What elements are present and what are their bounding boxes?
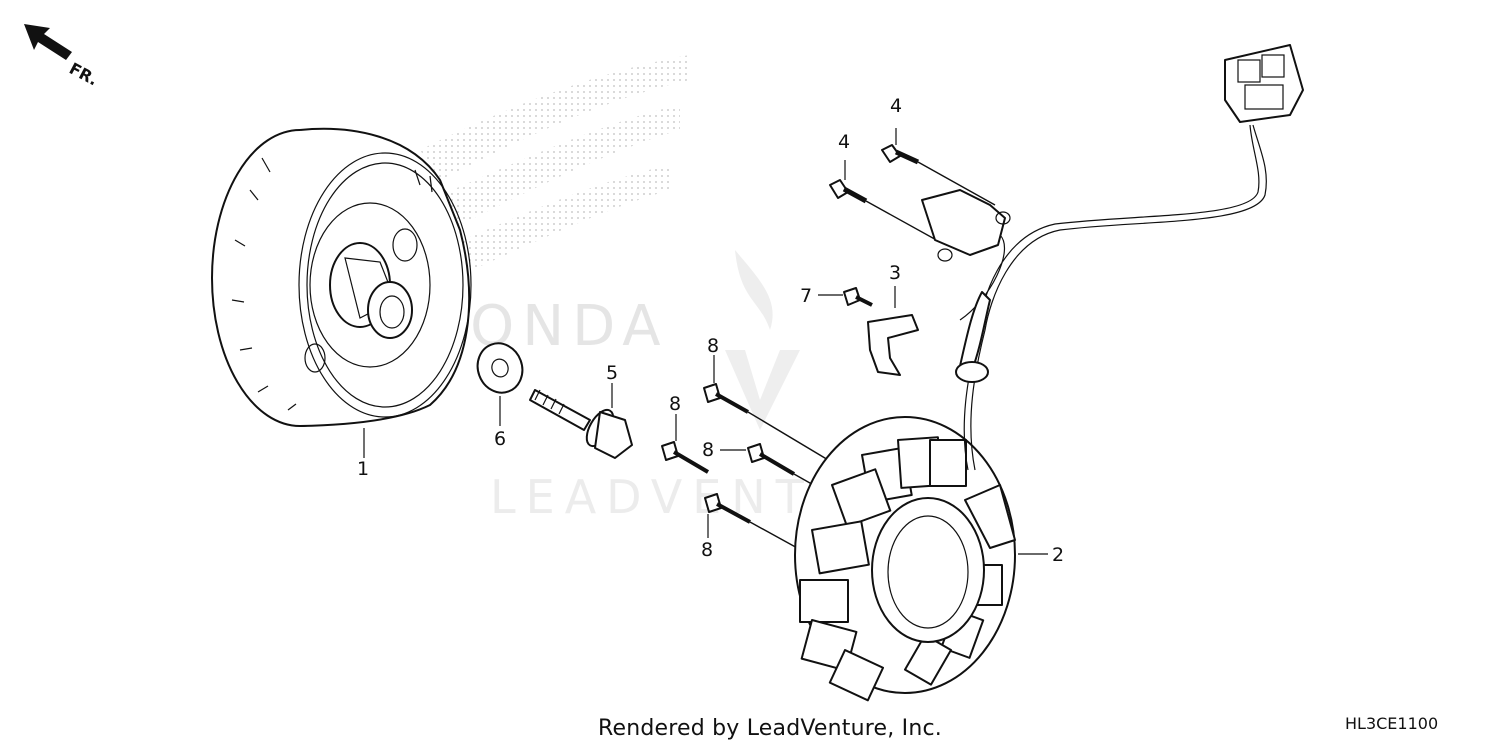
front-direction-label: FR.: [66, 59, 101, 90]
flange-bolt: [529, 383, 633, 459]
washer: [476, 342, 524, 426]
callout-1: 1: [357, 458, 369, 480]
callout-2: 2: [1052, 544, 1064, 566]
callout-8d: 8: [701, 539, 713, 561]
callout-3: 3: [889, 262, 901, 284]
bolt-4a: [881, 128, 996, 206]
flywheel: [211, 127, 472, 458]
footer-credit: Rendered by LeadVenture, Inc.: [598, 716, 942, 741]
callout-8b: 8: [669, 393, 681, 415]
front-direction-arrow-icon: [24, 24, 72, 60]
pulse-sensor: [921, 189, 1011, 321]
callout-8c: 8: [702, 439, 714, 461]
brand-watermark: HONDA: [420, 55, 690, 359]
bolt-7: [818, 287, 873, 307]
vendor-watermark: LEADVENT: [490, 250, 814, 524]
stator-bolt-b: [661, 414, 710, 474]
diagram-code: HL3CE1100: [1345, 714, 1439, 733]
stator: [794, 416, 1048, 702]
callout-5: 5: [606, 362, 618, 384]
wire-harness: [955, 44, 1304, 471]
bolt-4b: [829, 160, 941, 243]
callout-8a: 8: [707, 335, 719, 357]
callout-6: 6: [494, 428, 506, 450]
callout-4a: 4: [890, 95, 902, 117]
callout-7: 7: [800, 285, 812, 307]
callout-labels: 1 2 3 4 4 5 6 7 8 8 8 8: [357, 95, 1064, 566]
svg-text:LEADVENT: LEADVENT: [490, 470, 814, 524]
callout-4b: 4: [838, 131, 850, 153]
wire-clamp: [867, 286, 919, 376]
